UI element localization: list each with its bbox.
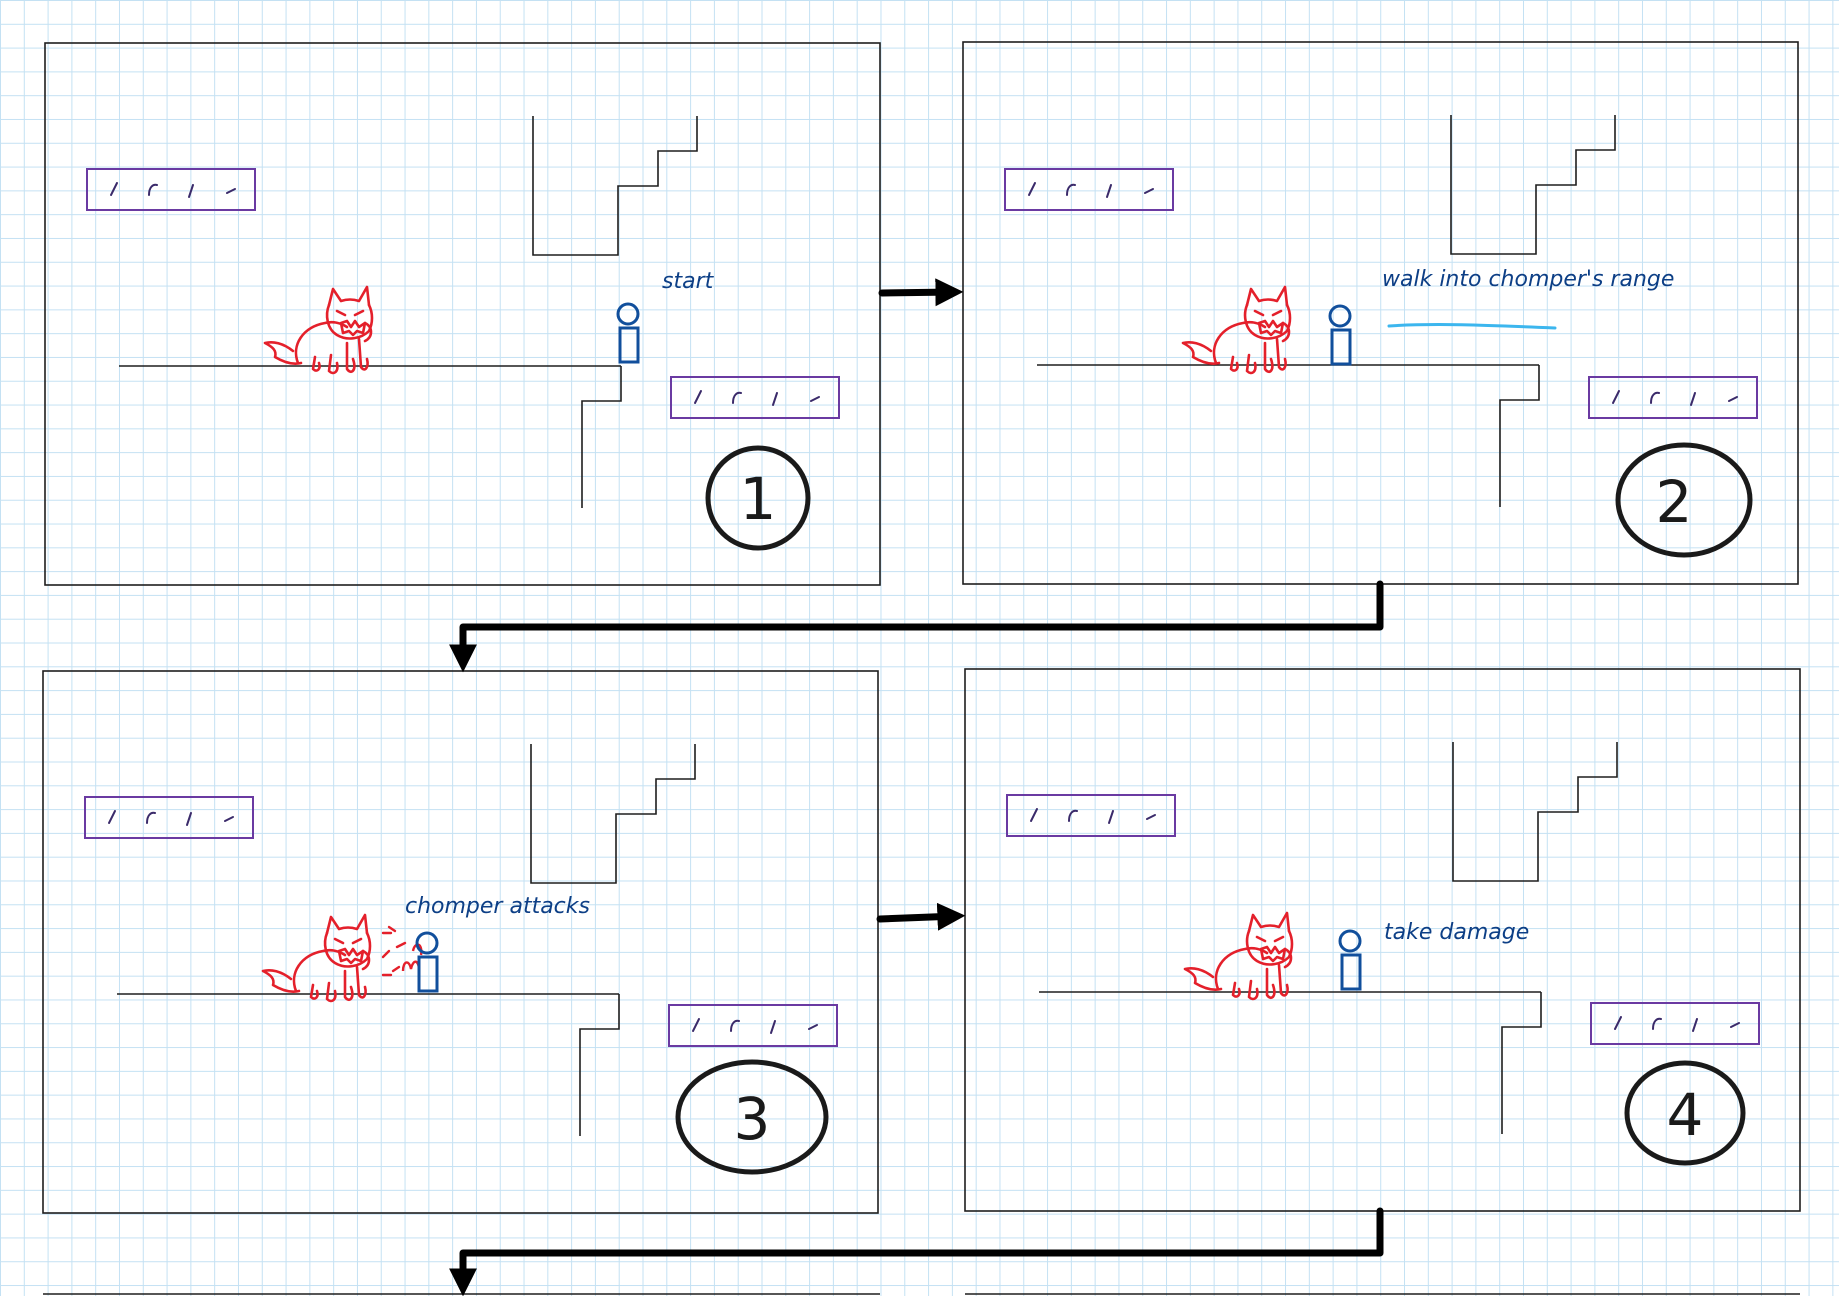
- panel-number-badge: 1: [705, 445, 811, 551]
- panel-caption: take damage: [1384, 920, 1529, 945]
- panel-caption: start: [662, 269, 715, 294]
- panel-number: 1: [740, 465, 777, 533]
- panel-1: start 1: [44, 42, 881, 586]
- panel-number: 2: [1656, 468, 1693, 536]
- panel-caption: walk into chomper's range: [1382, 267, 1674, 292]
- panel-number-badge: 2: [1615, 442, 1753, 558]
- level-terrain: [1038, 741, 1618, 1135]
- level-terrain: [118, 115, 698, 509]
- level-terrain: [116, 743, 696, 1137]
- player-sketch: [1328, 304, 1352, 366]
- level-terrain: [1036, 114, 1616, 508]
- lower-right-platform: [1590, 1002, 1760, 1045]
- flow-arrow-4-to-5: [449, 1207, 1384, 1296]
- player-sketch: [415, 931, 439, 993]
- panel-number-badge: 3: [675, 1059, 829, 1175]
- range-highlight-stroke: [1387, 323, 1557, 330]
- flow-arrow-3-to-4: [876, 902, 966, 931]
- upper-left-platform: [1006, 794, 1176, 837]
- chomper-monster-sketch: [1183, 911, 1294, 1001]
- panel-number: 4: [1667, 1081, 1704, 1149]
- lower-right-platform: [1588, 376, 1758, 419]
- panel-number: 3: [734, 1085, 771, 1153]
- panel-2: walk into chomper's range 2: [962, 41, 1799, 585]
- player-sketch: [1338, 929, 1362, 991]
- panel-caption: chomper attacks: [405, 894, 590, 919]
- attack-effect-marks: [381, 925, 423, 977]
- lower-right-platform: [670, 376, 840, 419]
- upper-left-platform: [1004, 168, 1174, 211]
- lower-right-platform: [668, 1004, 838, 1047]
- upper-left-platform: [84, 796, 254, 839]
- flow-arrow-2-to-3: [449, 580, 1384, 673]
- panel-frame: [44, 42, 881, 586]
- upper-left-platform: [86, 168, 256, 211]
- chomper-monster-sketch: [261, 913, 372, 1003]
- panel-number-badge: 4: [1624, 1060, 1746, 1166]
- chomper-monster-sketch: [1181, 285, 1292, 375]
- flow-arrow-1-to-2: [878, 278, 964, 307]
- panel-4: take damage 4: [964, 668, 1801, 1212]
- chomper-monster-sketch: [263, 285, 374, 375]
- player-sketch: [616, 302, 640, 364]
- panel-3: chomper attacks 3: [42, 670, 879, 1214]
